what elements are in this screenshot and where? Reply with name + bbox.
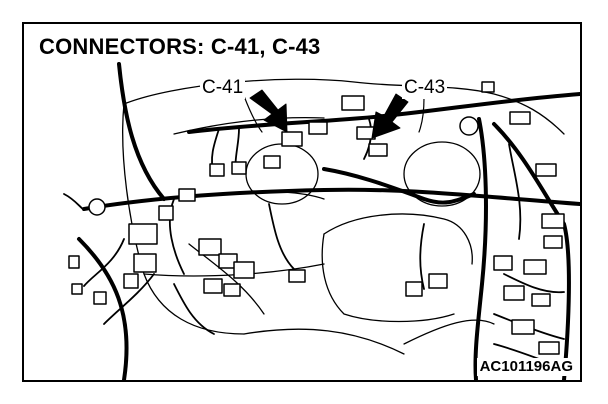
diagram-frame: CONNECTORS: C-41, C-43 C-41 C-43 AC10119… [22, 22, 582, 382]
harness-branches [63, 118, 570, 370]
callout-label-c41: C-41 [200, 77, 246, 99]
diagram-title: CONNECTORS: C-41, C-43 [35, 34, 327, 60]
connectors [68, 81, 565, 355]
callout-label-c43: C-43 [402, 77, 448, 99]
callout-arrows [243, 89, 425, 139]
dashboard-outline [122, 78, 565, 355]
instrument-openings [245, 141, 481, 207]
wiring-harness-illustration [63, 62, 580, 380]
arrow-c41 [249, 89, 288, 133]
main-harness [77, 62, 580, 380]
figure-code: AC101196AG [476, 358, 576, 376]
arrow-c43 [371, 93, 409, 139]
